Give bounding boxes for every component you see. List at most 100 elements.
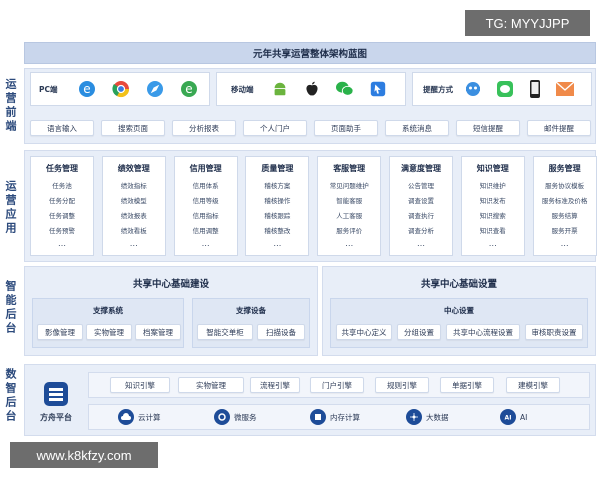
- physical-management-chip[interactable]: 实物管理: [86, 324, 132, 340]
- center-define-chip[interactable]: 共享中心定义: [336, 324, 392, 340]
- app-column-item[interactable]: 稽核跟踪: [264, 212, 291, 220]
- flow-setting-chip[interactable]: 共享中心流程设置: [446, 324, 520, 340]
- app-icon: [370, 81, 386, 97]
- service-bigdata-label: 大数据: [426, 412, 449, 422]
- memory-icon: [310, 409, 326, 425]
- mid-left-title: 共享中心基础建设: [132, 279, 209, 290]
- app-column-item[interactable]: 人工客服: [336, 212, 363, 220]
- mail-icon: [555, 81, 575, 96]
- app-column-item[interactable]: 公告管理: [408, 182, 434, 190]
- platform-label: 方舟平台: [40, 413, 72, 422]
- app-column-item[interactable]: 调查分析: [408, 227, 434, 235]
- app-column-item[interactable]: 绩效指标: [120, 182, 147, 190]
- image-management-chip[interactable]: 影像管理: [37, 324, 83, 340]
- group-setting-chip[interactable]: 分组设置: [397, 324, 441, 340]
- audit-duty-chip[interactable]: 审核职责设置: [525, 324, 583, 340]
- platform-icon: [44, 382, 68, 406]
- archive-management-chip[interactable]: 档案管理: [135, 324, 181, 340]
- engine-knowledge-chip[interactable]: 知识引擎: [110, 377, 170, 393]
- service-bigdata: 大数据: [406, 409, 449, 425]
- app-column-item[interactable]: 服务协议模板: [545, 182, 585, 190]
- app-column-item[interactable]: 智能客服: [336, 197, 363, 205]
- engine-model-chip[interactable]: 建模引擎: [506, 377, 560, 393]
- front-chip-1[interactable]: 语言输入: [30, 120, 94, 136]
- front-chip-3[interactable]: 分析报表: [172, 120, 236, 136]
- front-chip-2[interactable]: 搜索页面: [101, 120, 165, 136]
- page-title-bar: 元年共享运营整体架构蓝图: [24, 42, 596, 64]
- service-cloud-label: 云计算: [138, 412, 161, 422]
- app-column-item[interactable]: 服务评价: [336, 227, 363, 235]
- app-column-item[interactable]: 信用指标: [192, 212, 219, 220]
- support-system-title: 支撑系统: [93, 306, 123, 315]
- engine-portal-chip[interactable]: 门户引擎: [310, 377, 364, 393]
- app-column-5: 客服管理常见问题维护智能客服人工客服服务评价 …: [317, 156, 382, 256]
- app-column-ellipsis: …: [345, 239, 354, 248]
- app-column-item[interactable]: 知识发布: [479, 197, 506, 205]
- app-column-title: 任务管理: [46, 164, 78, 173]
- page-title: 元年共享运营整体架构蓝图: [252, 49, 367, 60]
- engine-flow-chip[interactable]: 流程引擎: [250, 377, 300, 393]
- app-column-8: 服务管理服务协议模板服务标准及价格服务结算服务开票…: [532, 156, 597, 256]
- app-column-item[interactable]: 任务分配: [49, 197, 75, 205]
- app-column-item[interactable]: 调查设置: [408, 197, 434, 205]
- app-column-3: 信用管理信用体系信用等级信用指标信用调整 …: [173, 156, 238, 256]
- microservice-icon: [214, 409, 230, 425]
- app-column-ellipsis: …: [58, 239, 66, 248]
- app-column-item[interactable]: 信用调整: [192, 227, 219, 235]
- app-column-item[interactable]: 绩效报表: [120, 212, 147, 220]
- engine-physical-chip[interactable]: 实物管理: [178, 377, 244, 393]
- app-column-item[interactable]: 稽核方案: [264, 182, 291, 190]
- watermark-top: TG: MYYJJPP: [465, 10, 590, 36]
- ie-icon: e: [79, 81, 95, 97]
- app-column-item[interactable]: 任务调整: [49, 212, 75, 220]
- app-column-7: 知识管理知识维护知识发布知识搜索知识查看…: [460, 156, 525, 256]
- apple-icon: [306, 81, 318, 96]
- pc-group: PC端 e e: [30, 72, 210, 106]
- app-column-6: 满意度管理公告管理调查设置调查执行调查分析…: [389, 156, 453, 256]
- app-column-item[interactable]: 知识查看: [479, 227, 506, 235]
- app-column-item[interactable]: 任务预警: [49, 227, 75, 235]
- smart-cabinet-chip[interactable]: 智能交单柜: [197, 324, 253, 340]
- app-column-item[interactable]: 信用等级: [192, 197, 219, 205]
- app-column-item[interactable]: 绩效模型: [120, 197, 147, 205]
- engine-rule-chip[interactable]: 规则引擎: [375, 377, 429, 393]
- chrome-icon: [112, 81, 130, 98]
- svg-text:e: e: [83, 82, 90, 96]
- side-label-app: 运营应用: [4, 180, 17, 236]
- side-label-mid: 智能后台: [4, 280, 17, 336]
- app-column-title: 信用管理: [189, 164, 222, 173]
- app-column-item[interactable]: 常见问题维护: [329, 182, 369, 190]
- mid-right-title: 共享中心基础设置: [420, 279, 497, 290]
- app-column-item[interactable]: 服务结算: [551, 212, 578, 220]
- scanner-chip[interactable]: 扫描设备: [257, 324, 305, 340]
- android-icon: [274, 82, 286, 96]
- app-column-item[interactable]: 绩效看板: [120, 227, 147, 235]
- app-column-title: 客服管理: [333, 164, 366, 173]
- front-chip-5[interactable]: 页面助手: [314, 120, 378, 136]
- app-column-item[interactable]: 稽核整改: [264, 227, 291, 235]
- front-chip-6[interactable]: 系统消息: [385, 120, 449, 136]
- app-column-item[interactable]: 知识维护: [479, 182, 506, 190]
- engine-form-chip[interactable]: 单据引擎: [440, 377, 494, 393]
- app-column-ellipsis: …: [129, 239, 138, 248]
- app-column-item[interactable]: 服务开票: [551, 227, 578, 235]
- app-column-item[interactable]: 服务标准及价格: [541, 197, 588, 205]
- front-chip-7[interactable]: 短信提醒: [456, 120, 520, 136]
- side-label-front: 运营前端: [4, 78, 17, 134]
- app-column-item[interactable]: 信用体系: [192, 182, 219, 190]
- service-ai: AI AI: [500, 409, 527, 425]
- service-microservice-label: 微服务: [234, 412, 257, 422]
- app-column-item[interactable]: 知识搜索: [479, 212, 506, 220]
- message-icon: [497, 81, 513, 97]
- ai-icon: AI: [500, 409, 516, 425]
- reminder-group: 提醒方式: [412, 72, 592, 106]
- service-memory-label: 内存计算: [330, 412, 360, 422]
- app-column-item[interactable]: 稽核操作: [264, 197, 291, 205]
- front-chip-8[interactable]: 邮件提醒: [527, 120, 591, 136]
- app-column-title: 质量管理: [261, 164, 294, 173]
- app-column-item[interactable]: 任务池: [52, 182, 72, 190]
- app-column-item[interactable]: 调查执行: [408, 212, 434, 220]
- app-column-ellipsis: …: [417, 239, 425, 248]
- app-column-ellipsis: …: [201, 239, 210, 248]
- front-chip-4[interactable]: 个人门户: [243, 120, 307, 136]
